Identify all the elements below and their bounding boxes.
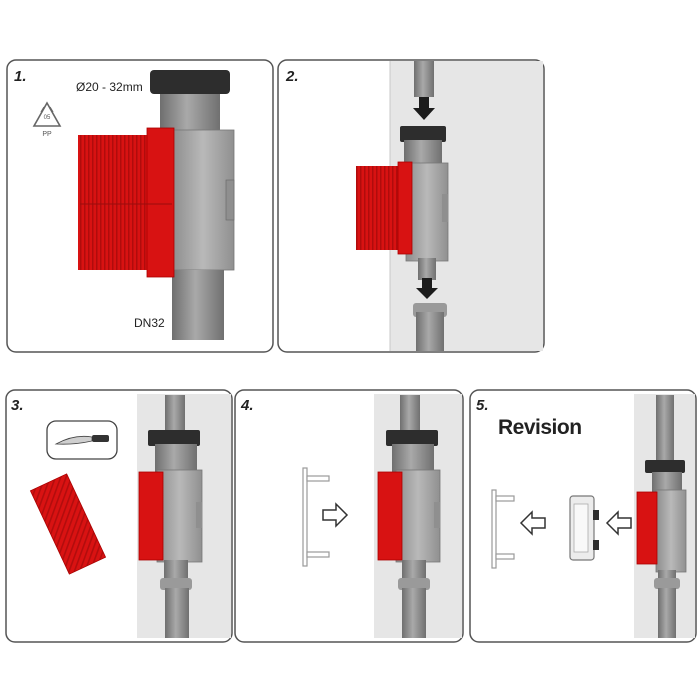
- step-2-number: 2.: [285, 68, 299, 85]
- step-3-number: 3.: [11, 397, 24, 414]
- step-1-number: 1.: [14, 68, 27, 85]
- recycle-code: 05: [44, 115, 51, 121]
- panel-step-3: 3.: [6, 390, 232, 642]
- step-5-number: 5.: [476, 397, 489, 414]
- panel-step-2: 2.: [278, 60, 544, 352]
- knife-icon: [47, 421, 117, 459]
- revision-title: Revision: [498, 416, 582, 439]
- recycle-material: PP: [42, 131, 52, 138]
- panel-step-5: 5. Revision: [470, 390, 696, 642]
- panel-step-4: 4.: [235, 390, 463, 642]
- diameter-label: Ø20 - 32mm: [76, 80, 143, 94]
- panel-step-1: 1. 05 PP Ø20 - 32mm DN32: [7, 60, 273, 352]
- dn-label: DN32: [134, 316, 165, 330]
- step-4-number: 4.: [240, 397, 254, 414]
